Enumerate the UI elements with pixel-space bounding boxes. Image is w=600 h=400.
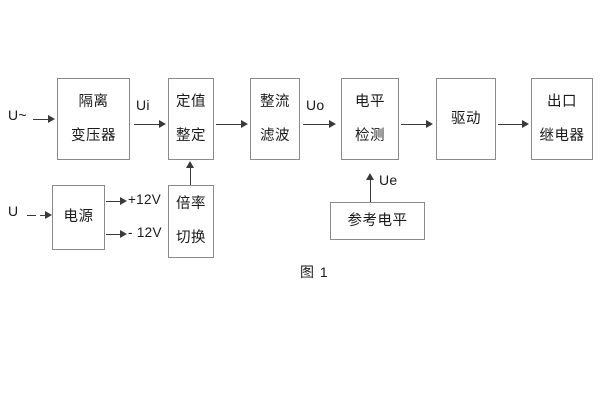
connector-setting-to-rectifier: [216, 124, 243, 125]
block-level-detection[interactable]: 电平 检测: [341, 78, 399, 160]
connector-rail-neg: [106, 234, 122, 235]
signal-label-uo: Uo: [306, 97, 325, 113]
connector-input-dc-dash2: [40, 215, 46, 216]
block-rectifier-filter-line2: 滤波: [260, 127, 290, 144]
connector-drive-to-relay: [498, 124, 524, 125]
arrowhead-ui: [159, 120, 166, 128]
block-drive[interactable]: 驱动: [436, 78, 496, 160]
arrowhead-uo: [329, 120, 336, 128]
arrowhead-multiplier-to-setting: [186, 161, 194, 168]
figure-caption: 图 1: [300, 264, 329, 280]
arrowhead-setting-to-rectifier: [241, 120, 248, 128]
block-power-supply-line1: 电源: [63, 209, 94, 226]
block-isolation-transformer[interactable]: 隔离 变压器: [57, 78, 130, 160]
arrowhead-input-dc: [45, 211, 52, 219]
arrowhead-drive-to-relay: [522, 120, 529, 128]
block-rectifier-filter[interactable]: 整流 滤波: [250, 78, 300, 160]
arrowhead-ue: [366, 173, 374, 180]
block-rectifier-filter-line1: 整流: [260, 93, 290, 110]
rail-label-negative: - 12V: [128, 225, 162, 240]
block-setting-value-line2: 整定: [176, 127, 206, 144]
signal-label-ue: Ue: [379, 172, 398, 188]
connector-ui: [134, 124, 161, 125]
input-label-dc: U: [8, 203, 19, 219]
block-power-supply[interactable]: 电源: [52, 185, 105, 250]
connector-multiplier-to-setting: [190, 163, 191, 185]
block-level-detection-line1: 电平: [355, 93, 385, 110]
connector-rail-pos: [106, 201, 122, 202]
block-isolation-transformer-line1: 隔离: [78, 93, 109, 110]
block-output-relay[interactable]: 出口 继电器: [531, 78, 593, 160]
block-drive-line1: 驱动: [451, 110, 481, 127]
arrowhead-rail-neg: [120, 230, 127, 238]
connector-input-ac: [33, 119, 50, 120]
block-level-detection-line2: 检测: [355, 127, 385, 144]
block-multiplier-switch[interactable]: 倍率 切换: [168, 185, 214, 258]
block-setting-value[interactable]: 定值 整定: [168, 78, 214, 160]
signal-label-ui: Ui: [136, 97, 150, 113]
input-label-ac: U~: [8, 107, 27, 123]
block-reference-level[interactable]: 参考电平: [330, 202, 425, 240]
block-multiplier-switch-line2: 切换: [176, 230, 206, 246]
arrowhead-input-ac: [48, 115, 55, 123]
block-output-relay-line1: 出口: [547, 93, 577, 110]
connector-uo: [303, 124, 331, 125]
block-setting-value-line1: 定值: [176, 93, 206, 110]
block-isolation-transformer-line2: 变压器: [71, 127, 116, 144]
connector-level-to-drive: [401, 124, 428, 125]
connector-ue: [370, 180, 371, 202]
block-multiplier-switch-line1: 倍率: [176, 196, 206, 213]
block-output-relay-line2: 继电器: [539, 127, 585, 144]
rail-label-positive: +12V: [128, 192, 162, 207]
block-reference-level-line1: 参考电平: [347, 212, 408, 229]
connector-input-dc-dash1: [27, 215, 36, 216]
arrowhead-level-to-drive: [426, 120, 433, 128]
arrowhead-rail-pos: [120, 197, 127, 205]
